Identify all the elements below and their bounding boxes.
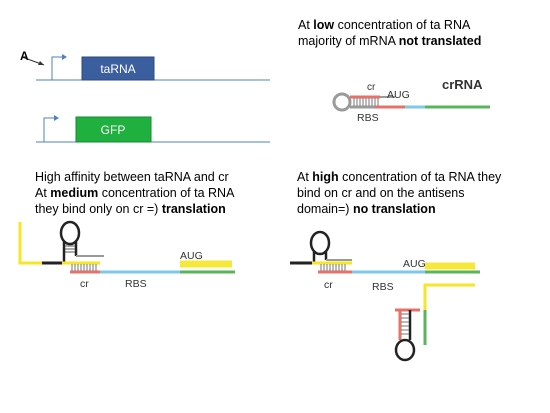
promoter-arrow-tarna (51, 56, 62, 80)
low-label-crrna: crRNA (442, 77, 483, 92)
gfp-gene-label: GFP (101, 123, 126, 137)
crrna-loop (332, 92, 352, 112)
tarna-loop-pairs-medium (65, 245, 75, 253)
complex-high (290, 230, 480, 362)
cr-pairs-medium (71, 264, 97, 271)
promoter-arrow-gfp (43, 117, 54, 142)
tarna-loop-medium (59, 220, 81, 246)
high-caption-l3-pre: domain=) (297, 202, 353, 216)
low-caption-l2-bold: not translated (398, 34, 482, 48)
medium-caption-l3-pre: they bind only on cr =) (35, 202, 162, 216)
gfp-gene-box (75, 116, 152, 143)
high-label-rbs: RBS (372, 281, 394, 293)
high-label-aug: AUG (403, 258, 426, 270)
tarna2-loop (394, 338, 416, 362)
construct-gfp: GFP (36, 115, 270, 143)
promoter-arrowhead-tarna (62, 54, 67, 60)
high-caption-l1-post: concentration of ta RNA they (338, 170, 502, 184)
tarna2-pairs (401, 313, 409, 335)
complex-medium (18, 220, 235, 274)
tarna-gene-box (81, 56, 155, 81)
low-label-aug: AUG (387, 89, 410, 101)
low-label-cr: cr (367, 82, 376, 93)
tarna-strand-medium (18, 222, 42, 265)
tarna-loop-high (309, 230, 331, 256)
high-caption-l3-bold: no translation (352, 202, 436, 216)
low-caption-l2-pre: majority of mRNA (298, 34, 399, 48)
construct-tarna: taRNA (21, 54, 270, 81)
medium-caption-l2-bold: medium (50, 186, 99, 200)
low-caption-line1: At low concentration of ta RNA (298, 17, 470, 34)
medium-caption-l3-bold: translation (161, 202, 226, 216)
high-label-cr: cr (324, 279, 333, 291)
tarna-gene-label: taRNA (100, 62, 135, 76)
high-caption-line1: At high concentration of ta RNA they (297, 169, 501, 186)
medium-label-aug: AUG (180, 250, 203, 262)
crrna-base-pairs (353, 98, 379, 106)
high-caption-line3: domain=) no translation (297, 201, 436, 218)
tarna2-strand-high (423, 283, 475, 310)
low-label-rbs: RBS (357, 112, 379, 124)
high-caption-l1-bold: high (312, 170, 339, 184)
medium-caption-line3: they bind only on cr =) translation (35, 201, 226, 218)
crrna-hairpin-low (332, 92, 490, 112)
low-caption-l1-pre: At (298, 18, 314, 32)
high-caption-line2: bind on cr and on the antisens (297, 186, 465, 200)
low-caption-l1-bold: low (313, 18, 335, 32)
medium-label-cr: cr (80, 278, 89, 290)
medium-caption-line1: High affinity between taRNA and cr (35, 170, 229, 184)
medium-caption-l2-post: concentration of ta RNA (98, 186, 235, 200)
high-caption-l1-pre: At (297, 170, 313, 184)
promoter-arrowhead-gfp (54, 115, 59, 121)
cr-pairs-high (320, 264, 346, 271)
medium-caption-line2: At medium concentration of ta RNA (35, 185, 234, 202)
medium-label-rbs: RBS (125, 278, 147, 290)
label-a-arrowhead (38, 61, 44, 65)
medium-caption-l2-pre: At (35, 186, 51, 200)
low-caption-l1-post: concentration of ta RNA (334, 18, 471, 32)
low-caption-line2: majority of mRNA not translated (298, 33, 481, 50)
promoter-label-a: A (20, 49, 29, 63)
